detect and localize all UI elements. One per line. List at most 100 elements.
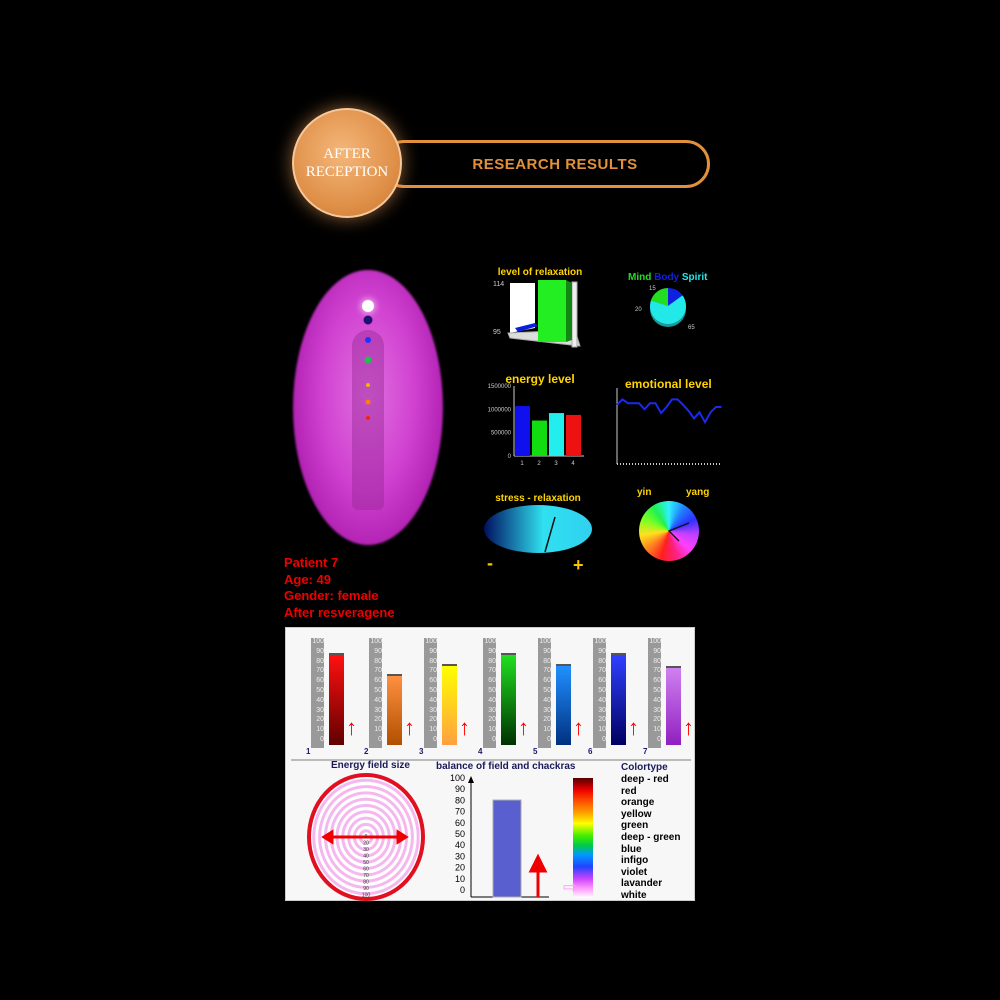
scale-tick: 10 — [316, 726, 324, 734]
colortype-item: white — [621, 889, 647, 901]
scale-tick: 70 — [374, 667, 382, 675]
up-arrow-icon: ↑ — [459, 715, 470, 740]
banner-title: RESEARCH RESULTS — [472, 155, 638, 173]
energy-ytick: 500000 — [491, 431, 512, 437]
chakra-dot-root — [366, 416, 370, 420]
chakra-number: 1 — [306, 747, 311, 756]
scale-tick: 10 — [429, 726, 437, 734]
scale-tick: 70 — [429, 667, 437, 675]
scale-tick: 10 — [653, 726, 661, 734]
up-arrow-icon: ↑ — [628, 715, 639, 740]
chakra-dot-third-eye — [363, 315, 373, 325]
colortype-item: green — [621, 820, 649, 832]
field-tick: 40 — [363, 854, 369, 860]
scale-tick: 60 — [488, 677, 496, 685]
balance-title: balance of field and chackras — [436, 761, 576, 772]
scale-tick: 30 — [488, 706, 496, 714]
scale-tick: 90 — [429, 647, 437, 655]
scale-tick: 90 — [488, 647, 496, 655]
up-arrow-icon: ↑ — [346, 715, 357, 740]
energy-ytick: 1000000 — [488, 407, 512, 413]
scale-tick: 10 — [598, 726, 606, 734]
scale-tick: 0 — [492, 736, 496, 743]
balance-tick: 60 — [455, 818, 465, 828]
scale-tick: 100 — [312, 638, 324, 645]
scale-tick: 50 — [488, 687, 496, 694]
energy-field-title: Energy field size — [331, 760, 410, 771]
scale-tick: 90 — [543, 647, 551, 655]
patient-treatment: After resveragene — [284, 604, 395, 620]
scale-tick: 30 — [543, 706, 551, 714]
relaxation-sidewall — [571, 281, 578, 348]
up-arrow-icon — [528, 853, 548, 897]
chakra-bar-5 — [556, 663, 571, 745]
scale-tick: 80 — [598, 657, 606, 665]
axis-arrow-icon — [468, 776, 474, 783]
scale-tick: 20 — [653, 716, 661, 724]
colortype-item: lavander — [621, 878, 663, 890]
scale-tick: 80 — [653, 657, 661, 665]
scale-tick: 0 — [547, 736, 551, 743]
scale-tick: 90 — [598, 647, 606, 655]
chakra-bar-7 — [666, 665, 681, 745]
scale-tick: 0 — [657, 736, 661, 743]
colortype-item: red — [621, 785, 637, 797]
scale-tick: 50 — [429, 687, 437, 694]
stress-gauge: - + — [484, 505, 592, 575]
chakra-bar-2 — [387, 673, 402, 745]
chakra-number: 2 — [364, 747, 369, 756]
colortype-spectrum — [573, 778, 593, 898]
scale-tick: 100 — [649, 638, 661, 645]
energy-ytick: 1500000 — [488, 384, 512, 390]
chakra-number: 5 — [533, 747, 538, 756]
field-ring — [318, 785, 414, 889]
energy-xtick: 3 — [554, 461, 558, 467]
scale-tick: 70 — [543, 667, 551, 675]
balance-tick: 10 — [455, 874, 465, 884]
stress-title: stress - relaxation — [495, 493, 581, 504]
field-tick: 60 — [363, 867, 369, 873]
field-tick: 50 — [363, 860, 369, 866]
colortype-item: yellow — [621, 808, 652, 820]
scale-tick: 0 — [378, 736, 382, 743]
emotional-chart: emotional level — [616, 378, 722, 465]
colortype-title: Colortype — [621, 762, 668, 773]
scale-tick: 20 — [316, 716, 324, 724]
colortype-arrow-icon: ⇨ — [563, 877, 579, 897]
scale-tick: 90 — [374, 647, 382, 655]
balance-tick: 40 — [455, 840, 465, 850]
stress-plus: + — [573, 555, 584, 575]
scale-tick: 70 — [653, 667, 661, 675]
energy-title: energy level — [505, 372, 575, 386]
scale-tick: 70 — [598, 667, 606, 675]
energy-bar-3 — [549, 413, 564, 456]
colortype-item: orange — [621, 797, 655, 809]
scale-tick: 100 — [370, 638, 382, 645]
scale-tick: 40 — [598, 696, 606, 704]
chakra-dot-sacral — [365, 399, 371, 405]
scale-tick: 50 — [374, 687, 382, 694]
energy-bar-1 — [515, 406, 530, 456]
research-results-banner: RESEARCH RESULTS — [380, 140, 710, 188]
yinyang-needle — [667, 522, 690, 542]
scale-tick: 20 — [429, 716, 437, 724]
colortype-item: infigo — [621, 855, 649, 867]
mbs-legend: Mind Body Spirit — [628, 272, 707, 283]
pie-label-body: 15 — [649, 286, 656, 292]
field-tick: 30 — [363, 847, 369, 853]
balance-tick: 50 — [455, 829, 465, 839]
energy-bar-4 — [566, 414, 581, 456]
energy-ytick: 0 — [508, 454, 512, 460]
up-arrow-icon: ↑ — [518, 715, 529, 740]
relaxation-bar-1 — [515, 323, 538, 332]
scale-tick: 30 — [653, 706, 661, 714]
scale-tick: 0 — [320, 736, 324, 743]
chakra-dot-heart — [364, 356, 372, 364]
